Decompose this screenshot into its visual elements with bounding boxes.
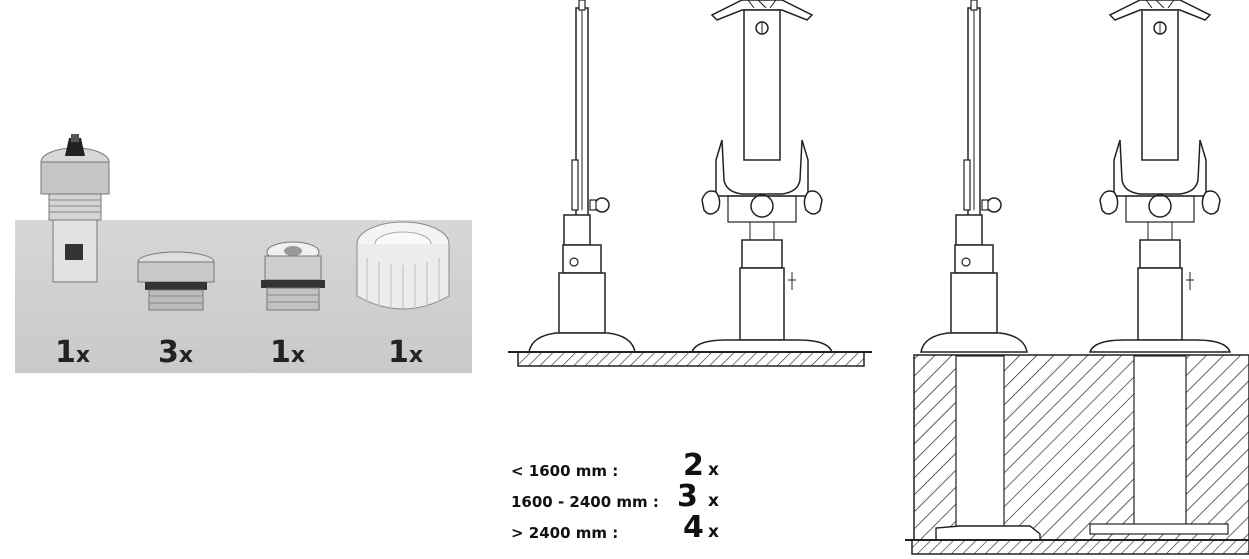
legend-range: < 1600 mm : — [511, 462, 619, 480]
accessory-quantity-3: 1x — [270, 335, 305, 370]
anchor-plate-right — [1089, 523, 1229, 535]
accessory-quantity-4: 1x — [388, 335, 423, 370]
legend-row: 1600 - 2400 mm : 3 x — [511, 479, 771, 517]
thermostatic-valve-insert-icon — [40, 134, 110, 283]
quantity-unit: x — [178, 343, 194, 368]
legend-range: 1600 - 2400 mm : — [511, 493, 659, 511]
bracket-count-legend: < 1600 mm : 2 x 1600 - 2400 mm : 3 x > 2… — [511, 448, 771, 548]
legend-count: 2 — [683, 448, 704, 483]
quantity-unit: x — [75, 343, 91, 368]
legend-unit: x — [708, 460, 719, 480]
legend-unit: x — [708, 491, 719, 511]
legend-unit: x — [708, 522, 719, 542]
recessed-front-view — [1089, 0, 1231, 353]
recess-right — [1133, 355, 1187, 527]
floor-mounted-side-view — [528, 0, 636, 353]
accessory-quantity-1: 1x — [55, 335, 90, 370]
quantity-value: 1 — [388, 335, 409, 370]
air-vent-plug-icon — [261, 241, 325, 311]
recess-left — [955, 355, 1005, 527]
blind-plug-icon — [137, 251, 215, 311]
accessory-quantity-2: 3x — [158, 335, 193, 370]
quantity-value: 1 — [55, 335, 76, 370]
legend-count: 3 — [677, 479, 698, 514]
legend-row: > 2400 mm : 4 x — [511, 510, 771, 548]
recessed-side-view — [920, 0, 1028, 353]
quantity-unit: x — [290, 343, 306, 368]
quantity-value: 3 — [158, 335, 179, 370]
floor-slab — [517, 351, 865, 367]
protective-cap-icon — [356, 221, 450, 311]
legend-range: > 2400 mm : — [511, 524, 619, 542]
anchor-plate-left — [935, 525, 1041, 540]
quantity-value: 1 — [270, 335, 291, 370]
floor-mounted-front-view — [691, 0, 833, 353]
legend-count: 4 — [683, 510, 704, 545]
quantity-unit: x — [408, 343, 424, 368]
accessories-panel: 1x 3x 1x 1x — [15, 134, 472, 373]
legend-row: < 1600 mm : 2 x — [511, 448, 771, 486]
subfloor-slab — [911, 539, 1249, 555]
